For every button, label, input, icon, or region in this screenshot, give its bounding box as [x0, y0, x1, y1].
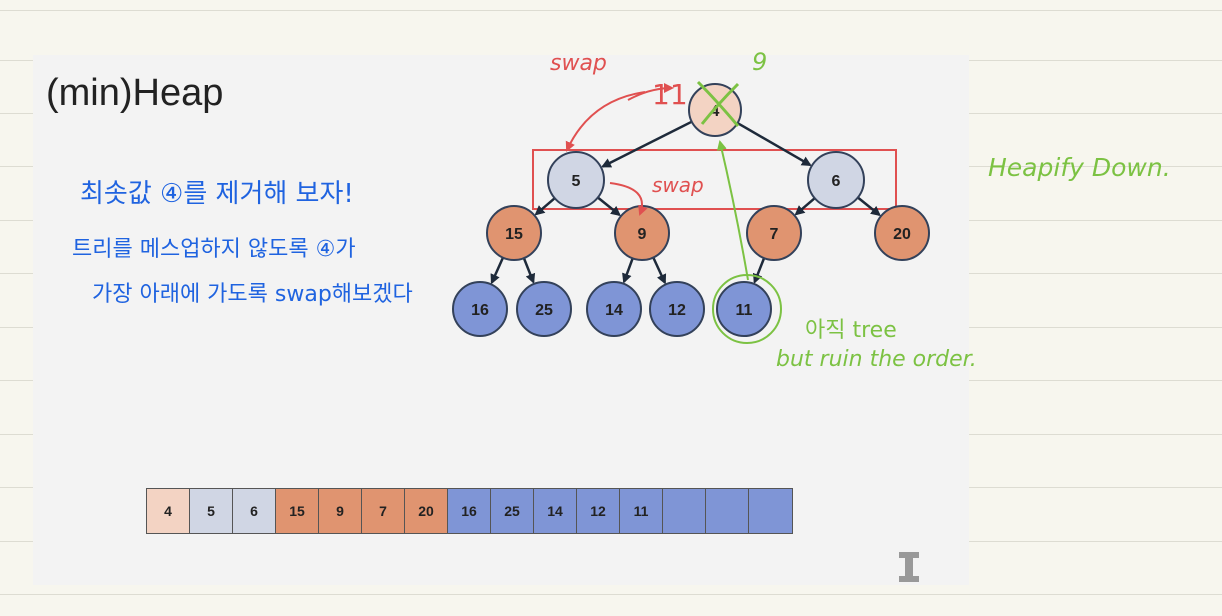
- array-cell: 5: [190, 489, 233, 533]
- edge-n4-n5: [601, 120, 693, 168]
- edge-n9-n14: [622, 257, 634, 284]
- tree-note-line2: but ruin the order.: [776, 347, 977, 372]
- array-cell: 14: [534, 489, 577, 533]
- array-cell: 9: [319, 489, 362, 533]
- heap-node-label: 5: [572, 173, 581, 190]
- heap-node-label: 25: [535, 302, 553, 319]
- heap-node-label: 20: [893, 226, 911, 243]
- edge-n5-n9: [597, 196, 621, 217]
- red-swap-arrow-mid: [609, 182, 648, 216]
- level1-highlight-box: [532, 149, 897, 210]
- heap-node-label: 4: [711, 103, 720, 120]
- heap-node-circle: [516, 281, 572, 337]
- array-cell: 7: [362, 489, 405, 533]
- ruled-line: [0, 594, 1222, 595]
- slide-title: (min)Heap: [46, 72, 224, 114]
- heap-node-label: 12: [668, 302, 686, 319]
- array-cell: [663, 489, 706, 533]
- heap-node-label: 7: [770, 226, 779, 243]
- heap-node-circle: [452, 281, 508, 337]
- heap-node-circle: [649, 281, 705, 337]
- swap-note-mid: swap: [652, 173, 704, 197]
- edge-n15-n25: [522, 257, 536, 284]
- edge-n6-n7: [794, 197, 816, 216]
- heap-node-15: 15: [486, 205, 542, 261]
- heapify-down-note: Heapify Down.: [988, 153, 1171, 182]
- root-green-mark: 9: [752, 48, 767, 76]
- heap-node-7: 7: [746, 205, 802, 261]
- ruled-line: [0, 10, 1222, 11]
- array-cell: 15: [276, 489, 319, 533]
- root-cross-mark: [696, 80, 740, 127]
- heap-node-circle: [874, 205, 930, 261]
- nodes-layer: 4 5 6 15 9 7 20 16 25 14 12 11: [452, 83, 930, 337]
- edge-n9-n12: [652, 257, 667, 285]
- heap-node-9: 9: [614, 205, 670, 261]
- blue-note-line1: 최솟값 ④를 제거해 보자!: [80, 179, 354, 209]
- heap-node-label: 16: [471, 302, 489, 319]
- heap-node-label: 15: [505, 226, 523, 243]
- heap-node-5: 5: [547, 151, 605, 209]
- edge-n6-n20: [857, 196, 881, 217]
- array-cell: 12: [577, 489, 620, 533]
- array-cell: 20: [405, 489, 448, 533]
- heap-node-12: 12: [649, 281, 705, 337]
- array-cell: [749, 489, 792, 533]
- heap-node-11: 11: [716, 281, 772, 337]
- blue-note-line3: 가장 아래에 가도록 swap해보겠다: [92, 282, 413, 307]
- edge-n15-n16: [490, 257, 505, 285]
- tree-note-line1: 아직 tree: [805, 318, 897, 343]
- swap-note-top: swap: [550, 51, 607, 76]
- heap-node-label: 9: [638, 226, 647, 243]
- heap-node-circle: [547, 151, 605, 209]
- edges-layer: [490, 120, 881, 285]
- heap-node-circle: [746, 205, 802, 261]
- array-cell: [706, 489, 749, 533]
- heap-node-circle: [807, 151, 865, 209]
- heap-node-label: 6: [832, 173, 841, 190]
- heap-node-label: 14: [605, 302, 623, 319]
- heap-node-16: 16: [452, 281, 508, 337]
- text-cursor-icon: [899, 552, 919, 582]
- red-swap-arrow-top: [565, 91, 646, 152]
- heap-node-25: 25: [516, 281, 572, 337]
- heap-node-20: 20: [874, 205, 930, 261]
- heap-node-circle: [486, 205, 542, 261]
- edge-n5-n15: [534, 197, 556, 216]
- array-cell: 16: [448, 489, 491, 533]
- heap-node-circle: [586, 281, 642, 337]
- heap-node-14: 14: [586, 281, 642, 337]
- heap-node-label: 11: [736, 302, 753, 319]
- array-cell: 11: [620, 489, 663, 533]
- green-swap-arrow: [716, 140, 749, 281]
- edge-n7-n11: [752, 257, 766, 284]
- array-cell: 4: [147, 489, 190, 533]
- array-cell: 25: [491, 489, 534, 533]
- heap-node-circle: [716, 281, 772, 337]
- red-arrow-to-11: [627, 83, 674, 101]
- array-cell: 6: [233, 489, 276, 533]
- swap-arrow-label: 11: [652, 78, 688, 111]
- edge-n4-n6: [736, 121, 812, 167]
- blue-note-line2: 트리를 메스업하지 않도록 ④가: [72, 237, 356, 262]
- heap-node-6: 6: [807, 151, 865, 209]
